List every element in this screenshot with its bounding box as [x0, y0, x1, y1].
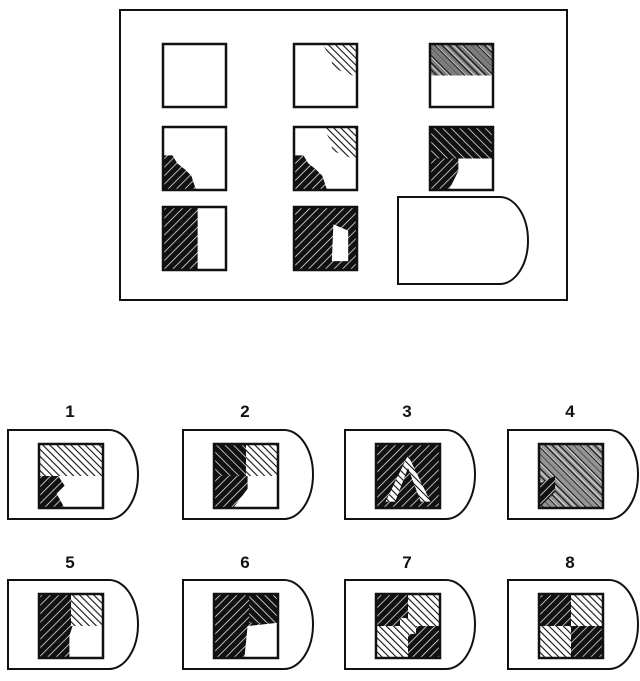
option-pattern	[374, 592, 442, 660]
matrix-cell-r2-c2	[292, 125, 359, 192]
option-number: 2	[240, 402, 249, 421]
option-pattern	[212, 442, 280, 510]
answer-option-5[interactable]: 5	[7, 553, 139, 670]
matrix-cell-r1-c1	[161, 42, 228, 109]
matrix-cell-r3-c1	[161, 205, 228, 272]
answer-option-4[interactable]: 4	[507, 402, 639, 520]
option-number: 7	[402, 553, 411, 572]
option-number: 8	[565, 553, 574, 572]
matrix-grid	[161, 42, 529, 285]
matrix-cell-r2-c1	[161, 125, 228, 192]
answer-option-3[interactable]: 3	[344, 402, 476, 520]
matrix-cell-r2-c3	[428, 125, 495, 192]
option-pattern	[374, 442, 442, 510]
answer-option-2[interactable]: 2	[182, 402, 314, 520]
option-pattern	[37, 592, 105, 660]
option-number: 6	[240, 553, 249, 572]
answer-option-8[interactable]: 8	[507, 553, 639, 670]
matrix-cell-r1-c2	[292, 42, 359, 109]
answer-options: 1 2 3 4 5 6 7 8	[7, 402, 639, 670]
option-number: 1	[65, 402, 74, 421]
answer-option-1[interactable]: 1	[7, 402, 139, 520]
missing-answer-slot	[397, 196, 529, 285]
answer-option-6[interactable]: 6	[182, 553, 314, 670]
answer-option-7[interactable]: 7	[344, 553, 476, 670]
option-number: 5	[65, 553, 74, 572]
option-pattern	[37, 442, 105, 510]
option-number: 3	[402, 402, 411, 421]
matrix-cell-r3-c2	[292, 205, 359, 272]
option-pattern	[537, 592, 605, 660]
option-number: 4	[565, 402, 575, 421]
matrix-cell-r1-c3	[428, 42, 495, 109]
option-pattern	[537, 442, 605, 510]
option-pattern	[212, 592, 280, 660]
